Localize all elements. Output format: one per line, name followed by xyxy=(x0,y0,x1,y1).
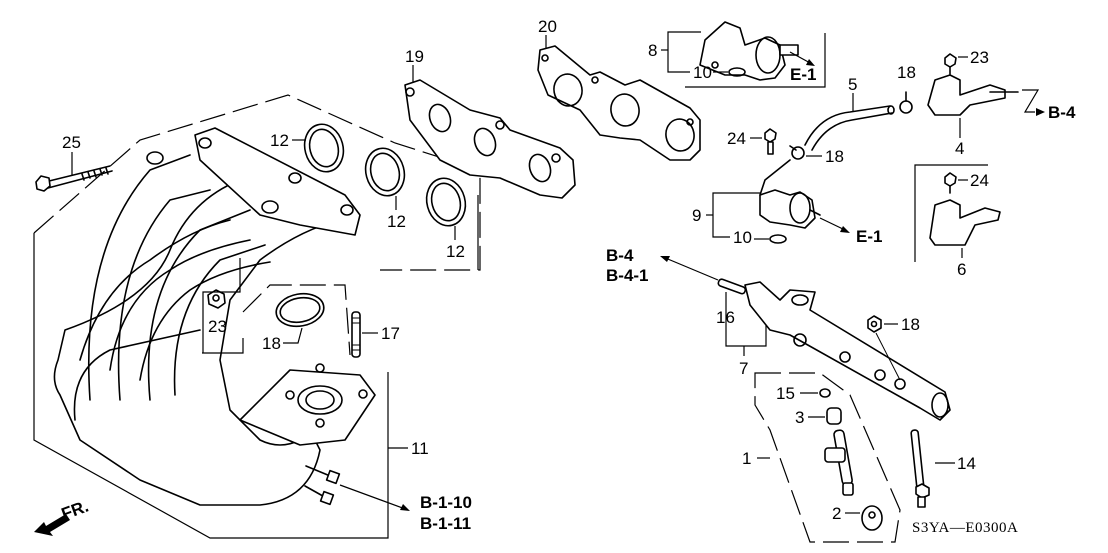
gasket-part-15[interactable] xyxy=(537,45,701,161)
drawing-code: S3YA—E0300A xyxy=(912,520,1018,536)
bolt-part-24[interactable] xyxy=(764,128,777,155)
callout-9[interactable]: 9 xyxy=(692,206,701,225)
stud-part-19[interactable] xyxy=(717,278,747,295)
callout-22[interactable]: 23 xyxy=(208,317,227,336)
bracket-part-6[interactable] xyxy=(929,172,1001,246)
gasket-part-12[interactable] xyxy=(299,120,470,230)
ref-arrow-b4-right xyxy=(1022,89,1040,113)
callout-5[interactable]: 5 xyxy=(848,75,857,94)
bracket-22 xyxy=(202,258,244,354)
o-ring-part-10b[interactable] xyxy=(769,234,787,244)
callout-6[interactable]: 6 xyxy=(957,260,966,279)
ref-e-1-mid[interactable]: E-1 xyxy=(856,227,882,246)
nut-part-21[interactable] xyxy=(867,315,882,333)
callout-23-a[interactable]: 23 xyxy=(970,48,989,67)
ref-b-4-1-left[interactable]: B-4-1 xyxy=(606,266,649,285)
front-arrow-icon xyxy=(34,514,70,536)
intake-manifold[interactable]: FR. xyxy=(33,94,481,539)
fuel-hose-part-5[interactable] xyxy=(804,105,895,151)
ref-arrow-b1 xyxy=(339,484,409,511)
gasket-part-13[interactable] xyxy=(274,290,327,330)
callout-10-a[interactable]: 10 xyxy=(693,63,712,82)
frame-6 xyxy=(914,164,988,262)
callout-12-a[interactable]: 12 xyxy=(270,131,289,150)
callout-15[interactable]: 20 xyxy=(538,17,557,36)
hose-bracket-part-4[interactable] xyxy=(927,53,1019,116)
injector-part-1[interactable] xyxy=(824,429,854,496)
ref-b-1-11[interactable]: B-1-11 xyxy=(420,514,471,533)
pressure-regulator-part-8[interactable] xyxy=(699,21,799,81)
callout-12-c[interactable]: 12 xyxy=(446,242,465,261)
arrowhead-icon xyxy=(840,226,850,233)
callout-25[interactable]: 25 xyxy=(62,133,81,152)
ref-arrow-b4-left xyxy=(662,256,719,281)
stud-part-20[interactable] xyxy=(351,311,361,358)
o-ring-part-17[interactable] xyxy=(819,388,831,398)
callout-10-b[interactable]: 10 xyxy=(733,228,752,247)
callout-8[interactable]: 8 xyxy=(648,41,657,60)
frame-injector xyxy=(754,372,901,543)
callout-24[interactable]: 24 xyxy=(727,129,746,148)
ref-b-4-right[interactable]: B-4 xyxy=(1048,103,1076,122)
pressure-regulator-part-9[interactable] xyxy=(759,159,821,229)
ref-arrow-e1-mid xyxy=(819,217,846,231)
callout-23-b[interactable]: 24 xyxy=(970,171,989,190)
callout-13[interactable]: 18 xyxy=(262,334,281,353)
arrowhead-icon xyxy=(806,59,815,66)
ref-b-4-left[interactable]: B-4 xyxy=(606,246,634,265)
callout-16[interactable]: 14 xyxy=(957,454,976,473)
clamp-part-18-top[interactable] xyxy=(899,91,913,114)
callout-19[interactable]: 16 xyxy=(716,308,735,327)
o-ring-part-10a[interactable] xyxy=(728,67,746,77)
callout-2[interactable]: 2 xyxy=(832,504,841,523)
bracket-8 xyxy=(667,31,701,73)
callout-4[interactable]: 4 xyxy=(955,139,964,158)
callout-1[interactable]: 1 xyxy=(742,449,751,468)
callout-14[interactable]: 19 xyxy=(405,47,424,66)
callout-18-a[interactable]: 18 xyxy=(897,63,916,82)
front-indicator-label: FR. xyxy=(59,497,91,524)
gasket-part-14[interactable] xyxy=(404,79,576,199)
arrowhead-icon xyxy=(1036,108,1045,116)
stud-bolt-part-16[interactable] xyxy=(910,429,930,508)
arrowhead-icon xyxy=(660,256,670,262)
bolt-part-25[interactable] xyxy=(35,165,113,192)
arrowhead-icon xyxy=(400,504,410,511)
seal-part-3[interactable] xyxy=(826,407,842,425)
frame-e1-top xyxy=(685,33,826,88)
leader-13 xyxy=(283,327,303,344)
bracket-19 xyxy=(725,292,767,347)
nut-part-22[interactable] xyxy=(207,289,226,309)
callout-17[interactable]: 15 xyxy=(776,384,795,403)
callout-12-b[interactable]: 12 xyxy=(387,212,406,231)
callout-7[interactable]: 7 xyxy=(739,359,748,378)
leader-21-dash xyxy=(875,332,901,381)
callout-21[interactable]: 18 xyxy=(901,315,920,334)
ref-b-1-10[interactable]: B-1-10 xyxy=(420,493,472,512)
clamp-part-18-bottom[interactable] xyxy=(789,145,805,160)
seal-part-2[interactable] xyxy=(861,505,883,531)
ref-e-1-top[interactable]: E-1 xyxy=(790,65,816,84)
callout-3[interactable]: 3 xyxy=(795,408,804,427)
callout-18-b[interactable]: 18 xyxy=(825,147,844,166)
callout-20[interactable]: 17 xyxy=(381,324,400,343)
callout-11[interactable]: 11 xyxy=(411,439,429,458)
